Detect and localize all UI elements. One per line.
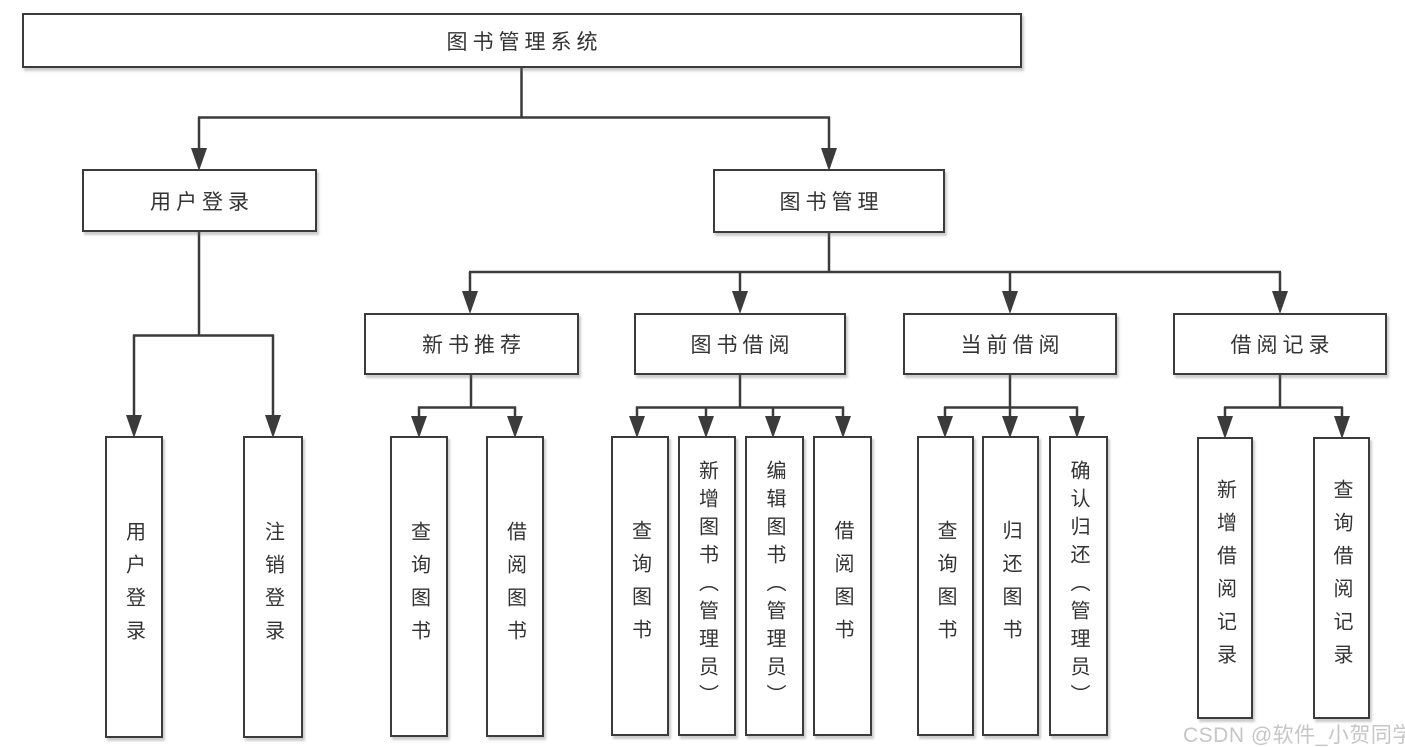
leaf-query-borrow-record: 查询借阅记录 — [1313, 437, 1370, 719]
node-book-management: 图书管理 — [713, 169, 945, 233]
leaf-borrow-books-recommend: 借阅图书 — [486, 436, 544, 737]
watermark: CSDN @软件_小贺同学 — [1183, 724, 1405, 747]
leaf-user-login: 用户登录 — [105, 436, 163, 738]
node-book-borrowing: 图书借阅 — [634, 313, 846, 375]
leaf-query-books-current: 查询图书 — [917, 436, 974, 736]
leaf-borrow-books: 借阅图书 — [813, 436, 872, 736]
leaf-return-books: 归还图书 — [982, 436, 1039, 736]
node-library-management-system: 图书管理系统 — [22, 13, 1022, 68]
leaf-query-books-recommend: 查询图书 — [390, 436, 448, 737]
leaf-confirm-return-admin: 确认归还（管理员） — [1049, 436, 1108, 736]
node-current-borrowing: 当前借阅 — [903, 313, 1117, 375]
leaf-query-books-borrowing: 查询图书 — [611, 436, 669, 736]
leaf-logout: 注销登录 — [243, 436, 303, 738]
leaf-add-books-admin: 新增图书（管理员） — [678, 436, 736, 736]
leaf-edit-books-admin: 编辑图书（管理员） — [745, 436, 804, 736]
node-user-login: 用户登录 — [82, 169, 317, 232]
leaf-add-borrow-record: 新增借阅记录 — [1197, 437, 1253, 719]
node-new-book-recommendation: 新书推荐 — [364, 313, 579, 375]
node-borrowing-records: 借阅记录 — [1173, 313, 1387, 375]
